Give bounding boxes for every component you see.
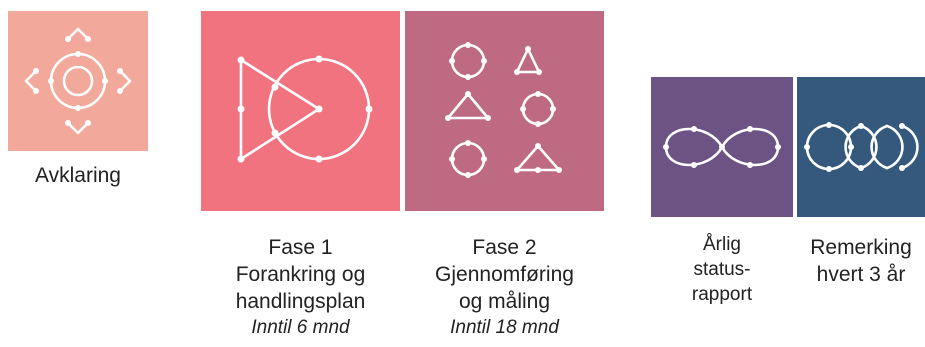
avklaring-caption: Avklaring xyxy=(0,162,156,189)
triangle-circle-icon xyxy=(201,11,400,211)
fase1-tile xyxy=(201,11,400,211)
remerking-line-2: hvert 3 år xyxy=(816,263,906,286)
statusrapport-tile xyxy=(651,77,793,217)
avklaring-tile xyxy=(8,11,148,151)
avklaring-bg xyxy=(8,11,148,151)
fase1-title: Fase 1 xyxy=(268,236,333,259)
fase2-line-3: og måling xyxy=(458,290,551,313)
statusrapport-line-1: Årlig xyxy=(702,234,741,255)
fase2-title: Fase 2 xyxy=(472,236,537,259)
fase2-bg xyxy=(405,11,604,211)
statusrapport-caption: Årlig status- rapport xyxy=(651,232,793,307)
remerking-line-1: Remerking xyxy=(810,236,912,259)
remerking-tile xyxy=(797,77,925,217)
circles-triangles-grid-icon xyxy=(405,11,604,211)
fase1-line-2: Forankring og xyxy=(235,263,366,286)
fase1-caption: Fase 1 Forankring og handlingsplan Innti… xyxy=(201,234,400,341)
fase1-line-3: handlingsplan xyxy=(235,290,366,313)
avklaring-label: Avklaring xyxy=(35,164,121,187)
fase2-duration: Inntil 18 mnd xyxy=(450,317,559,338)
fase2-line-2: Gjennomføring xyxy=(435,263,574,286)
infinity-icon xyxy=(651,77,793,217)
compass-arrows-icon xyxy=(8,11,148,151)
fase2-tile xyxy=(405,11,604,211)
statusrapport-line-3: rapport xyxy=(691,284,753,305)
fase2-caption: Fase 2 Gjennomføring og måling Inntil 18… xyxy=(405,234,604,341)
remerking-bg xyxy=(797,77,925,217)
fase1-duration: Inntil 6 mnd xyxy=(251,317,350,338)
repeating-circles-icon xyxy=(797,77,925,217)
remerking-caption: Remerking hvert 3 år xyxy=(797,234,925,288)
statusrapport-line-2: status- xyxy=(693,259,751,280)
